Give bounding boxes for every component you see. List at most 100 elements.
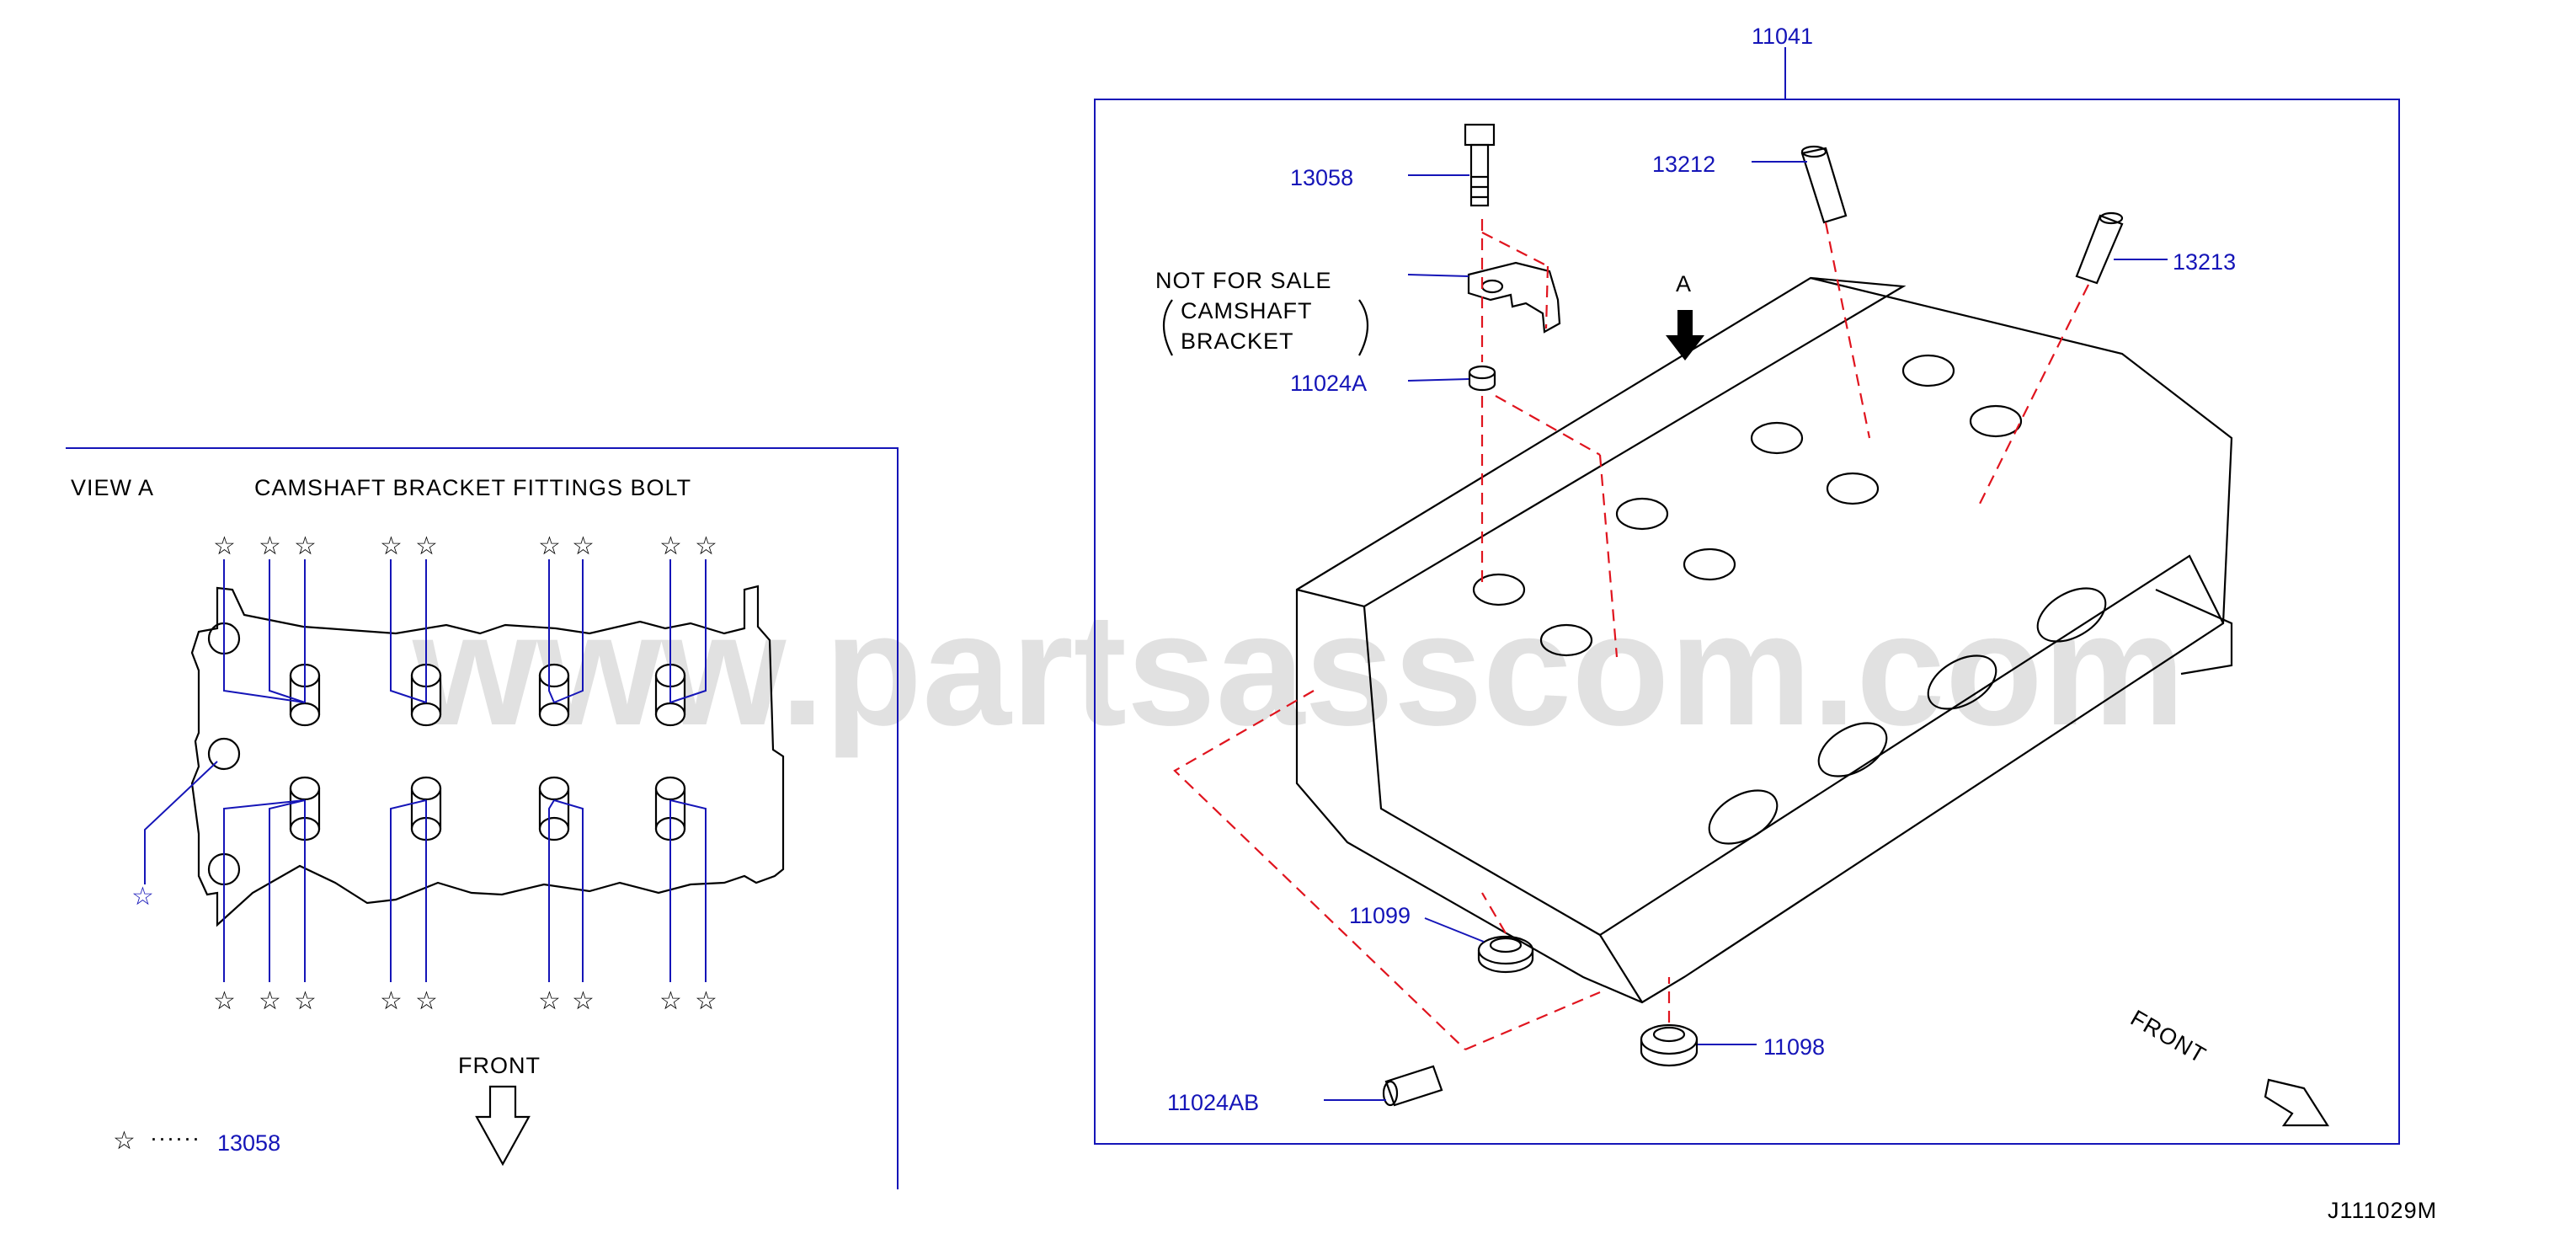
not-for-sale-line2: CAMSHAFT — [1181, 298, 1313, 323]
front-boss-leader — [144, 761, 218, 884]
callout-13213[interactable]: 13213 — [2173, 249, 2236, 275]
view-a-frame — [66, 447, 899, 1189]
callout-11098[interactable]: 11098 — [1763, 1034, 1825, 1060]
drawing-code: J111029M — [2328, 1198, 2437, 1223]
exhaust-ports — [1708, 587, 2107, 845]
front-arrow-icon — [475, 1085, 531, 1167]
bolt-boss-pair — [538, 663, 570, 727]
front-label: FRONT — [2126, 1005, 2211, 1068]
bolt-star-icon: ☆ — [213, 986, 236, 1016]
cam-journal — [1683, 548, 1736, 581]
bolt-leader-line — [548, 559, 555, 703]
bolt-13058 — [1464, 123, 1496, 207]
bolt-star-icon: ☆ — [538, 986, 561, 1016]
view-a-front-label: FRONT — [458, 1053, 541, 1078]
bolt-leader-line — [548, 799, 555, 982]
head-rear-tab — [2155, 588, 2233, 676]
bolt-star-icon: ☆ — [415, 532, 438, 561]
arrow-a-label: A — [1676, 271, 1692, 296]
cam-journal — [1615, 497, 1669, 531]
watermark-text: www.partsasscom.com — [412, 580, 2185, 759]
callout-11024A[interactable]: 11024A — [1290, 371, 1367, 396]
bolt-star-icon: ☆ — [572, 986, 595, 1016]
callout-13212[interactable]: 13212 — [1652, 152, 1715, 177]
bolt-leader-line — [223, 559, 306, 703]
head-lower-edge — [1599, 554, 2224, 936]
callout-13058[interactable]: 13058 — [1290, 165, 1353, 190]
bolt-star-icon: ☆ — [294, 986, 317, 1016]
bolt-star-icon: ☆ — [259, 986, 281, 1016]
head-top-edge — [1296, 276, 1907, 608]
leader-11099 — [1424, 917, 1485, 943]
seal-11098 — [1640, 1023, 1699, 1067]
bolt-star-icon: ☆ — [415, 986, 438, 1016]
bracket-bolt-hole-icon — [1480, 279, 1504, 294]
exhaust-port — [1927, 654, 1997, 710]
bolt-star-icon: ☆ — [380, 986, 403, 1016]
bolt-star-icon: ☆ — [659, 986, 682, 1016]
bolt-leader-line — [390, 559, 427, 703]
head-side-edge — [1363, 606, 1643, 1003]
legend-dots: ······ — [150, 1125, 200, 1151]
callout-11099[interactable]: 11099 — [1349, 903, 1411, 928]
boss-front-middle — [207, 737, 241, 771]
view-a-arrow-icon — [1666, 310, 1704, 361]
exploded-view: 11041 — [1094, 24, 2400, 1145]
bolt-star-icon: ☆ — [695, 532, 717, 561]
callout-11041[interactable]: 11041 — [1752, 24, 1813, 49]
legend-part-number: 13058 — [217, 1130, 280, 1156]
exhaust-port — [1708, 789, 1779, 845]
leader-not-for-sale — [1407, 274, 1469, 277]
bolt-star-icon: ☆ — [538, 532, 561, 561]
bolt-leader-line — [269, 799, 306, 982]
front-arrow-icon — [2264, 1078, 2330, 1127]
bolt-leader-line — [223, 799, 306, 982]
legend-star-icon: ☆ — [113, 1126, 136, 1156]
dowel-11024A — [1468, 365, 1496, 392]
bolt-leader-lines — [144, 559, 707, 982]
not-for-sale-line1: NOT FOR SALE — [1155, 268, 1332, 293]
leader-11024A — [1407, 378, 1469, 382]
seal-11099 — [1477, 935, 1534, 974]
bolt-star-icon: ☆ — [294, 532, 317, 561]
bolt-star-icon: ☆ — [213, 532, 236, 561]
exhaust-port — [1817, 722, 1888, 777]
assembly-frame — [1094, 99, 2400, 1145]
not-for-sale-line3: BRACKET — [1181, 329, 1294, 354]
view-a-panel: VIEW A CAMSHAFT BRACKET FITTINGS BOLT ☆ ☆… — [66, 447, 899, 1189]
pin-13212 — [1800, 145, 1848, 224]
bolt-star-markers: ☆☆☆☆☆☆☆☆☆☆☆☆☆☆☆☆☆☆☆ — [131, 532, 717, 1016]
cam-journal — [1826, 472, 1880, 505]
dowel-11024AB — [1382, 1065, 1443, 1107]
callout-11024AB[interactable]: 11024AB — [1167, 1090, 1259, 1115]
cam-journal — [1750, 421, 1804, 455]
bracket-close-paren — [1358, 299, 1368, 356]
bolt-leader-line — [553, 799, 584, 982]
bolt-star-icon: ☆ — [659, 532, 682, 561]
bolt-star-icon: ☆ — [695, 986, 717, 1016]
cam-journal — [1969, 404, 2023, 438]
cam-journal — [1472, 573, 1526, 606]
cam-journal — [1539, 623, 1593, 657]
bolt-leader-line — [269, 559, 306, 703]
view-a-subtitle: CAMSHAFT BRACKET FITTINGS BOLT — [254, 475, 691, 500]
head-top-view-outline — [190, 585, 785, 927]
bolt-leader-line — [669, 799, 707, 982]
view-a-title: VIEW A — [71, 475, 154, 500]
exhaust-port — [2036, 587, 2107, 643]
bolt-star-icon: ☆ — [572, 532, 595, 561]
cam-journals — [1472, 354, 2023, 657]
pin-13213 — [2075, 211, 2124, 285]
camshaft-bracket — [1467, 261, 1561, 334]
bolt-leader-line — [553, 559, 584, 703]
bolt-leader-line — [669, 559, 707, 703]
bolt-star-icon: ☆ — [259, 532, 281, 561]
bolt-boss-pair — [538, 776, 570, 841]
bracket-open-paren — [1163, 299, 1173, 356]
front-boss-star-icon: ☆ — [131, 882, 154, 911]
assembly-centerlines — [1173, 219, 2089, 1051]
cylinder-head — [1295, 276, 2233, 1004]
bolt-leader-line — [390, 799, 427, 982]
cam-journal — [1901, 354, 1955, 387]
